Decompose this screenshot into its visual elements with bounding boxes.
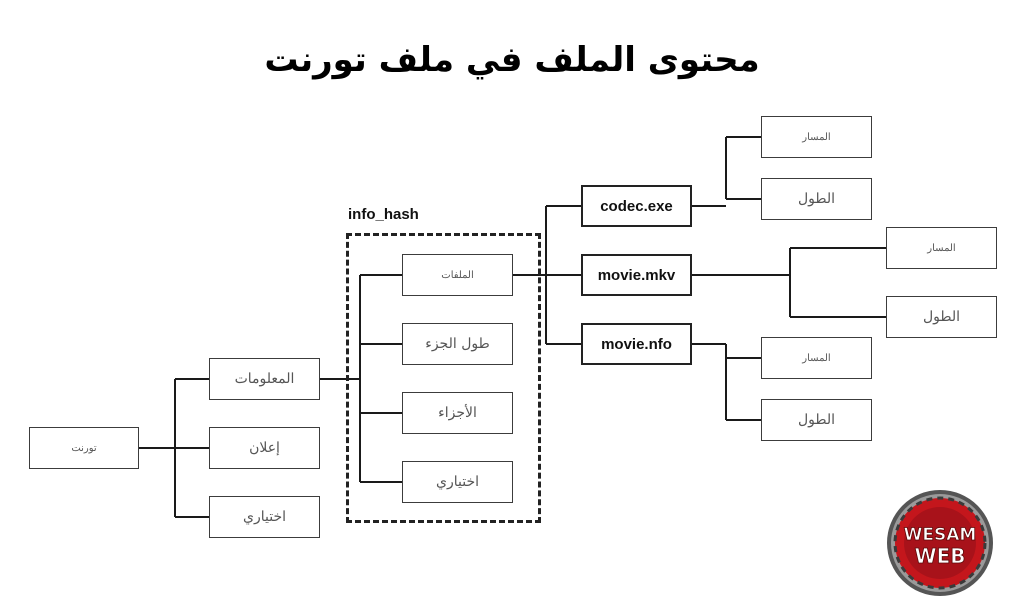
info-hash-label: info_hash (348, 206, 419, 223)
node-nfo-length: الطول (761, 399, 872, 441)
node-codec-path: المسار (761, 116, 872, 158)
diagram-title: محتوى الملف في ملف تورنت (264, 40, 760, 80)
node-torrent: تورنت (29, 427, 139, 469)
node-codec-length: الطول (761, 178, 872, 220)
node-optional-info: اختياري (402, 461, 513, 503)
wesam-web-logo: WESAM WEB (887, 490, 993, 596)
node-mkv-path: المسار (886, 227, 997, 269)
logo-line2: WEB (915, 544, 966, 568)
info-hash-group (346, 233, 541, 523)
logo-line1: WESAM (904, 525, 977, 545)
node-files: الملفات (402, 254, 513, 296)
node-movie-mkv: movie.mkv (581, 254, 692, 296)
node-announce: إعلان (209, 427, 320, 469)
node-optional-root: اختياري (209, 496, 320, 538)
node-info: المعلومات (209, 358, 320, 400)
node-mkv-length: الطول (886, 296, 997, 338)
node-piece-length: طول الجزء (402, 323, 513, 365)
node-nfo-path: المسار (761, 337, 872, 379)
node-movie-nfo: movie.nfo (581, 323, 692, 365)
node-pieces: الأجزاء (402, 392, 513, 434)
node-codec-exe: codec.exe (581, 185, 692, 227)
